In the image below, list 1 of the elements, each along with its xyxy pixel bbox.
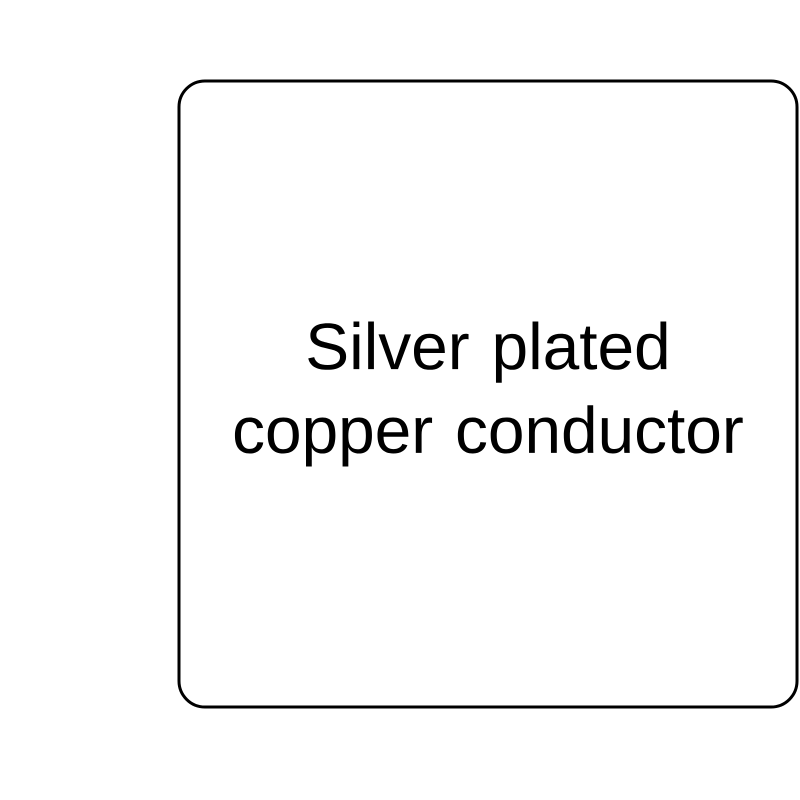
process-box: Silver plated copper conductor xyxy=(178,80,799,709)
